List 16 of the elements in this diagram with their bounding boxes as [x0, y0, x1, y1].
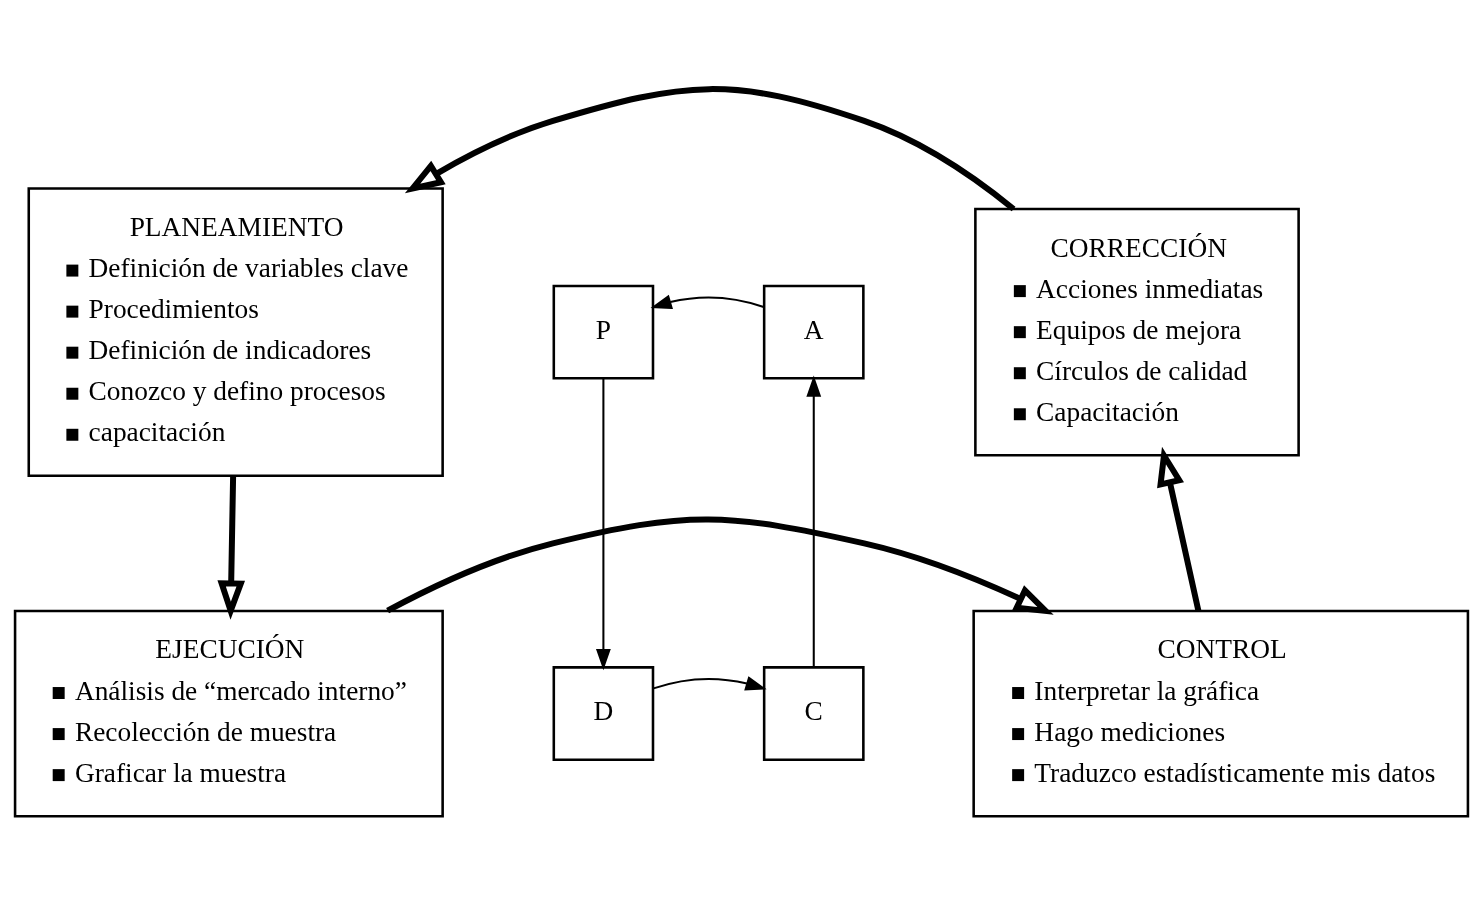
node-box: CORRECCIÓN Acciones inmediatas Equipos de mejora Círculos de calidad Capacitación: [974, 207, 1300, 457]
arrow: [217, 475, 246, 620]
node-box: A: [762, 284, 865, 380]
node-box: C: [762, 665, 865, 761]
arrow: [650, 294, 764, 309]
arrow: [404, 85, 1016, 211]
node-box: P: [552, 284, 655, 380]
node-box: PLANEAMIENTO Definición de variables clave Procedimientos Definición de indicadores Conozco y defino procesos capacitación: [27, 186, 444, 477]
node-box: D: [552, 665, 655, 761]
arrow: [806, 375, 822, 667]
arrow: [595, 378, 611, 670]
arrow: [386, 516, 1054, 615]
node-box: EJECUCIÓN Análisis de “mercado interno” Recolección de muestra Graficar la muestra: [13, 609, 444, 817]
arrow: [653, 675, 767, 690]
arrow: [1157, 446, 1202, 611]
node-box: CONTROL Interpretar la gráfica Hago mediciones Traduzco estadísticamente mis datos: [972, 609, 1470, 817]
